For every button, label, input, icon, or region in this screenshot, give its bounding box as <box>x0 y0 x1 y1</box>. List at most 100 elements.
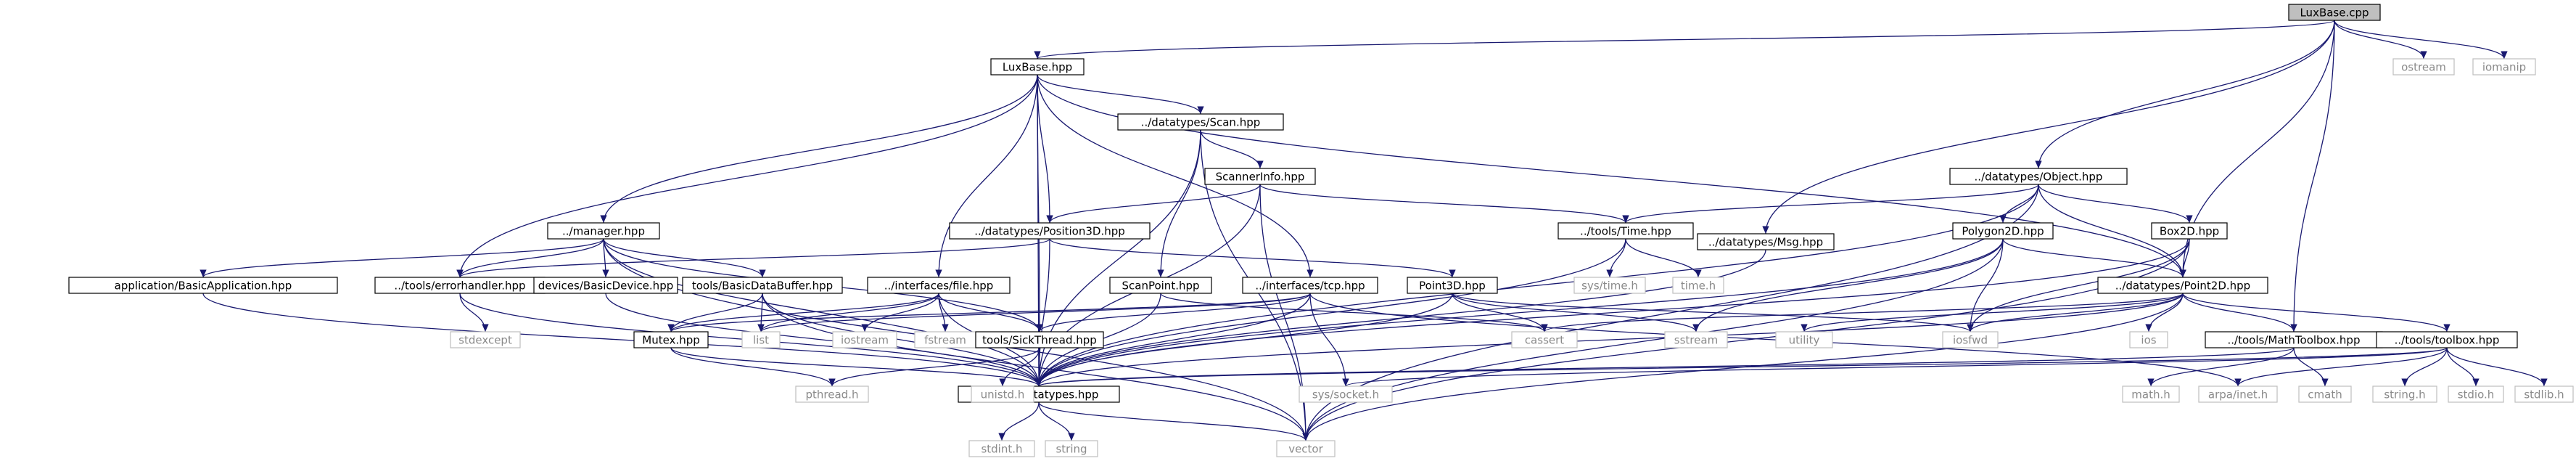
edge-box2d_hpp-to-iosfwd <box>1967 238 2190 333</box>
edge-file_hpp-to-iostream <box>861 293 939 333</box>
node-fstream: fstream <box>914 331 976 348</box>
edge-polygon2d_hpp-to-sstream <box>1692 238 2004 333</box>
edge-sickthread_hpp-to-pthread_h <box>828 347 1040 387</box>
node-vector: vector <box>1276 440 1336 457</box>
node-tcp-hpp[interactable]: ../interfaces/tcp.hpp <box>1242 277 1378 294</box>
node-time-h: time.h <box>1672 277 1724 294</box>
node-label: string.h <box>2384 388 2425 401</box>
edge-luxbase_hpp-to-scan_hpp <box>1037 74 1204 115</box>
edge-tcp_hpp-to-syssocket_h <box>1309 293 1349 387</box>
edge-msg_hpp-to-basicdatatypes_hpp <box>1035 249 1766 387</box>
edge-tcp_hpp-to-basicdatatypes_hpp <box>1035 293 1311 387</box>
node-box <box>832 331 897 348</box>
edge-scanpoint_hpp-to-cassert <box>1160 293 1548 333</box>
edge-luxbase_hpp-to-point2d_hpp <box>1037 74 2186 278</box>
node-label: ../datatypes/Object.hpp <box>1975 171 2103 184</box>
node-stdint-h: stdint.h <box>968 440 1035 457</box>
node-label: LuxBase.hpp <box>1003 61 1072 74</box>
edge-manager_hpp-to-basicapplication_hpp <box>199 238 604 278</box>
node-manager-hpp[interactable]: ../manager.hpp <box>547 222 660 240</box>
node-ios: ios <box>2129 331 2168 348</box>
node-box2d-hpp[interactable]: Box2D.hpp <box>2151 222 2228 240</box>
node-object-hpp[interactable]: ../datatypes/Object.hpp <box>1949 168 2128 185</box>
node-box <box>2198 385 2278 403</box>
node-scannerinfo-hpp[interactable]: ScannerInfo.hpp <box>1204 168 1316 185</box>
node-basicapplication-hpp[interactable]: application/BasicApplication.hpp <box>68 277 338 294</box>
edge-tcp_hpp-to-list <box>757 293 1311 333</box>
node-polygon2d-hpp[interactable]: Polygon2D.hpp <box>1952 222 2054 240</box>
node-box <box>2448 385 2504 403</box>
node-box <box>1407 277 1498 294</box>
node-file-hpp[interactable]: ../interfaces/file.hpp <box>867 277 1011 294</box>
node-scanpoint-hpp[interactable]: ScanPoint.hpp <box>1109 277 1212 294</box>
edge-basicdatabuffer_hpp-to-vector <box>762 293 1309 441</box>
node-root[interactable]: LuxBase.cpp <box>2288 4 2381 21</box>
node-box <box>533 277 678 294</box>
edge-point2d_hpp-to-toolbox_hpp <box>2182 293 2451 333</box>
node-box <box>1117 113 1284 131</box>
node-label: ../datatypes/Msg.hpp <box>1708 236 1823 249</box>
node-label: ../interfaces/file.hpp <box>884 280 994 293</box>
edge-file_hpp-to-list <box>757 293 939 333</box>
node-label: ../tools/Time.hpp <box>1580 225 1671 238</box>
node-label: arpa/inet.h <box>2208 388 2268 401</box>
node-label: Mutex.hpp <box>642 334 700 347</box>
node-box <box>450 331 521 348</box>
node-label: ../datatypes/Position3D.hpp <box>974 225 1125 238</box>
node-msg-hpp[interactable]: ../datatypes/Msg.hpp <box>1697 233 1835 250</box>
node-box <box>741 331 781 348</box>
edge-manager_hpp-to-basicdatatypes_hpp <box>603 238 1042 387</box>
node-box <box>547 222 660 240</box>
node-box <box>990 58 1085 76</box>
node-time-hpp[interactable]: ../tools/Time.hpp <box>1557 222 1694 240</box>
edge-scan_hpp-to-scannerinfo_hpp <box>1200 129 1264 169</box>
edge-point2d_hpp-to-mathtoolbox_hpp <box>2182 293 2297 333</box>
node-toolbox-hpp[interactable]: ../tools/toolbox.hpp <box>2376 331 2518 348</box>
node-box <box>1952 222 2054 240</box>
node-mathtoolbox-hpp[interactable]: ../tools/MathToolbox.hpp <box>2205 331 2383 348</box>
node-label: ../manager.hpp <box>562 225 645 238</box>
edge-basicdatatypes_hpp-to-string <box>1038 401 1075 441</box>
edge-luxbase_hpp-to-position3d_hpp <box>1037 74 1053 224</box>
edge-root-to-msg_hpp <box>1762 20 2335 234</box>
edge-errorhandler_hpp-to-stdexcept <box>459 293 489 333</box>
node-luxbase-hpp[interactable]: LuxBase.hpp <box>990 58 1085 76</box>
node-basicdevice-hpp[interactable]: devices/BasicDevice.hpp <box>533 277 678 294</box>
node-ostream: ostream <box>2392 58 2455 76</box>
node-point2d-hpp[interactable]: ../datatypes/Point2D.hpp <box>2097 277 2268 294</box>
node-label: Box2D.hpp <box>2160 225 2219 238</box>
edge-luxbase_hpp-to-errorhandler_hpp <box>456 74 1038 278</box>
node-position3d-hpp[interactable]: ../datatypes/Position3D.hpp <box>949 222 1151 240</box>
edge-toolbox_hpp-to-stdio_h <box>2446 347 2480 387</box>
node-string-h: string.h <box>2372 385 2437 403</box>
node-label: list <box>753 334 769 347</box>
node-label: iomanip <box>2482 61 2526 74</box>
node-utility: utility <box>1775 331 1833 348</box>
node-sickthread-hpp[interactable]: tools/SickThread.hpp <box>975 331 1104 348</box>
edge-basicapplication_hpp-to-basicdatatypes_hpp <box>202 293 1042 387</box>
node-errorhandler-hpp[interactable]: ../tools/errorhandler.hpp <box>374 277 546 294</box>
node-label: ../tools/MathToolbox.hpp <box>2228 334 2361 347</box>
node-mutex-hpp[interactable]: Mutex.hpp <box>633 331 709 348</box>
edge-point3d_hpp-to-sstream <box>1452 293 1700 333</box>
edge-time_hpp-to-time_h <box>1625 238 1702 278</box>
node-label: vector <box>1288 443 1323 456</box>
node-cassert: cassert <box>1511 331 1578 348</box>
node-label: sys/socket.h <box>1312 388 1379 401</box>
node-box <box>2392 58 2455 76</box>
node-box <box>1664 331 1728 348</box>
node-box <box>1949 168 2128 185</box>
node-box <box>968 440 1035 457</box>
edge-scannerinfo_hpp-to-time_hpp <box>1259 184 1629 224</box>
edge-toolbox_hpp-to-basicdatatypes_hpp <box>1036 347 2448 387</box>
node-point3d-hpp[interactable]: Point3D.hpp <box>1407 277 1498 294</box>
node-box <box>1109 277 1212 294</box>
node-scan-hpp[interactable]: ../datatypes/Scan.hpp <box>1117 113 1284 131</box>
node-arpainet-h: arpa/inet.h <box>2198 385 2278 403</box>
node-box <box>1276 440 1336 457</box>
node-basicdatabuffer-hpp[interactable]: tools/BasicDataBuffer.hpp <box>682 277 843 294</box>
edge-sickthread_hpp-to-unistd_h <box>999 347 1040 387</box>
edge-point2d_hpp-to-iosfwd <box>1967 293 2184 333</box>
node-label: utility <box>1789 334 1820 347</box>
edge-basicdatabuffer_hpp-to-list <box>757 293 765 333</box>
